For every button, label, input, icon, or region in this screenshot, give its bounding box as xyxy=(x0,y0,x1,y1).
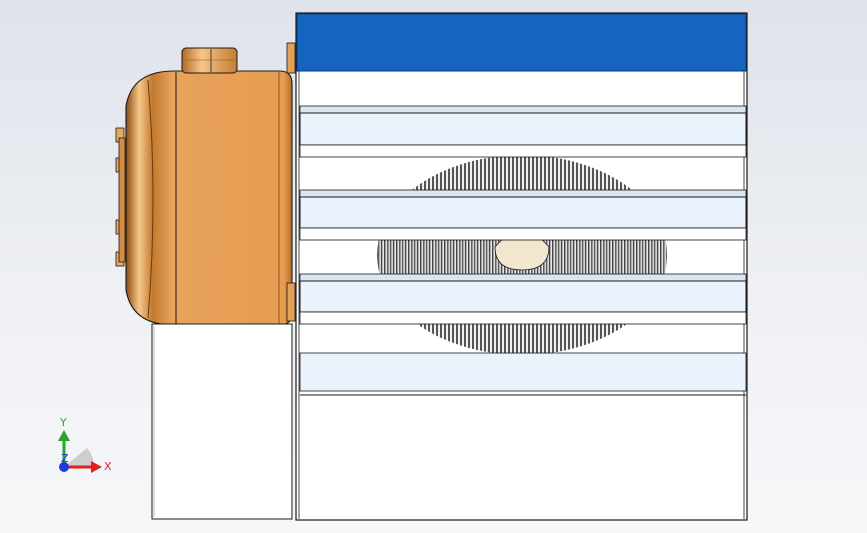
x-axis-label: X xyxy=(104,460,112,473)
top-boss xyxy=(181,47,238,74)
slat-1 xyxy=(299,105,747,158)
motor-end-cap xyxy=(115,42,296,326)
slat-3 xyxy=(299,273,747,325)
housing-lower-band xyxy=(299,352,747,392)
y-axis-label: Y xyxy=(59,416,67,429)
main-housing xyxy=(295,12,748,521)
z-axis-dot xyxy=(59,462,69,472)
base-block xyxy=(151,323,293,520)
slat-2 xyxy=(299,189,747,241)
coordinate-triad: Y X Z xyxy=(58,416,112,473)
z-axis-label: Z xyxy=(61,452,69,465)
housing-top-band xyxy=(296,13,747,72)
